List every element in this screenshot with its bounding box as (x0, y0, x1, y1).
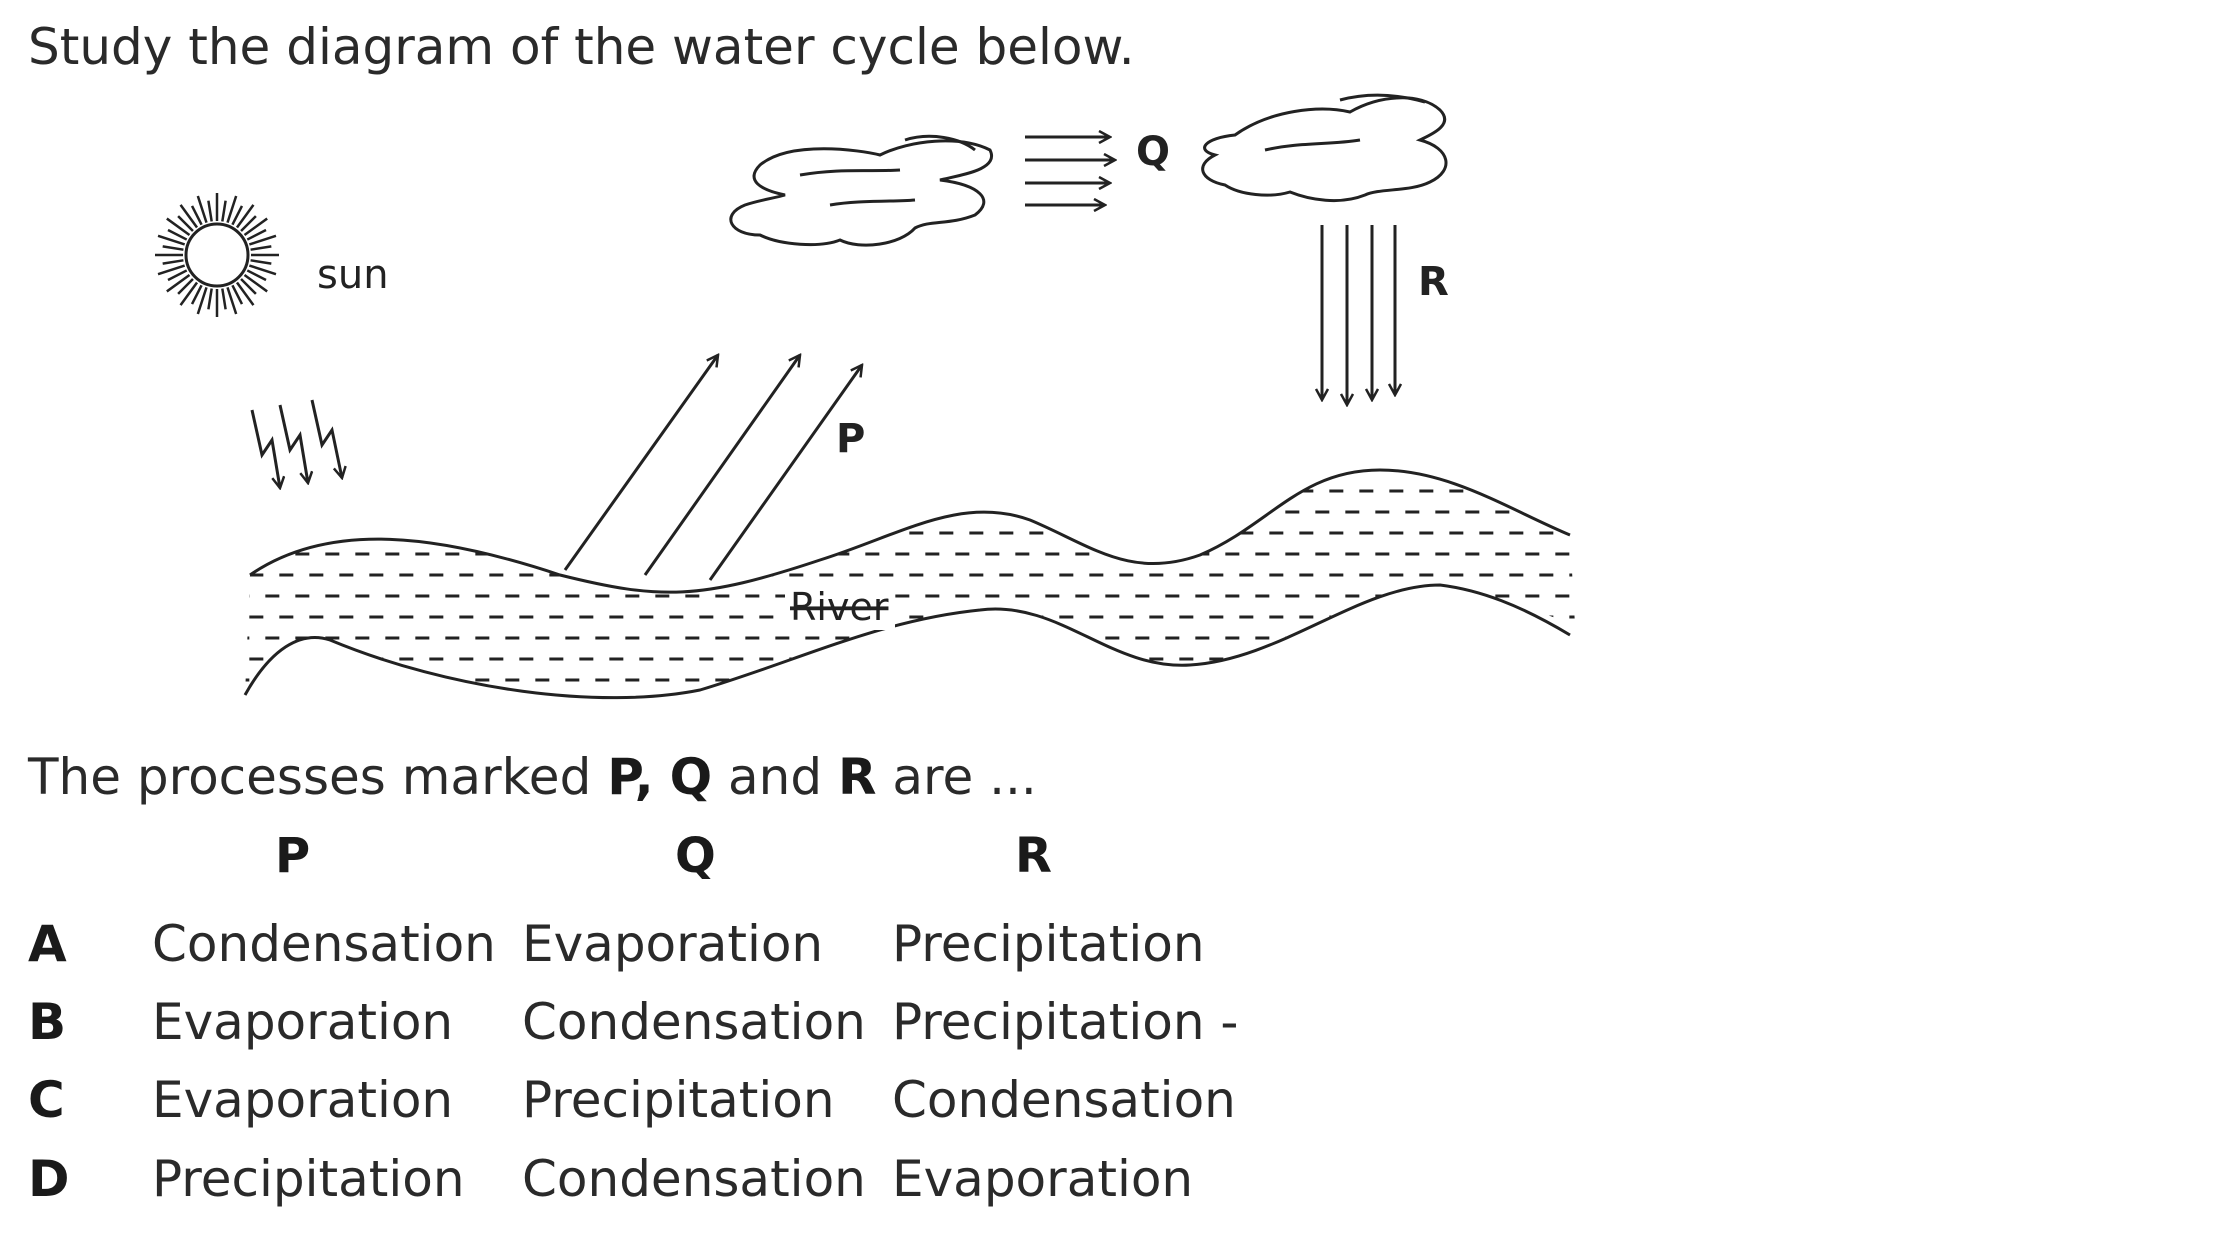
option-cell-q: Precipitation (522, 1071, 835, 1129)
sun-icon (155, 193, 279, 317)
label-r: R (1418, 259, 1449, 305)
river-label: River (790, 585, 889, 629)
option-letter: C (28, 1071, 65, 1129)
option-cell-r: Precipitation - (892, 993, 1239, 1051)
p-arrows-icon (563, 355, 862, 581)
header-q: Q (675, 828, 716, 884)
option-cell-p: Precipitation (152, 1150, 465, 1208)
option-letter: B (28, 993, 67, 1051)
river-icon (243, 468, 1575, 700)
question-p: P, (607, 748, 654, 806)
header-r: R (1015, 828, 1052, 884)
option-cell-q: Evaporation (522, 915, 824, 973)
option-cell-p: Evaporation (152, 1071, 454, 1129)
question-r: R (837, 748, 877, 806)
cloud-left-icon (729, 134, 994, 247)
intro-text: Study the diagram of the water cycle bel… (28, 18, 1135, 76)
option-cell-p: Condensation (152, 915, 496, 973)
question-suffix: are ... (876, 748, 1037, 806)
option-cell-r: Evaporation (892, 1150, 1194, 1208)
question-and: and (712, 748, 838, 806)
option-cell-p: Evaporation (152, 993, 454, 1051)
question-prefix: The processes marked (28, 748, 608, 806)
option-cell-r: Condensation (892, 1071, 1236, 1129)
question-text: The processes marked P, Q and R are ... (28, 748, 1037, 806)
r-arrows-icon (1322, 225, 1395, 405)
label-q: Q (1136, 129, 1170, 175)
header-p: P (275, 828, 311, 884)
q-arrows-icon (1025, 137, 1115, 205)
sunlight-arrows-icon (250, 399, 342, 488)
sun-label: sun (317, 252, 389, 298)
option-cell-q: Condensation (522, 1150, 866, 1208)
option-letter: A (28, 915, 67, 973)
option-cell-q: Condensation (522, 993, 866, 1051)
label-p: P (836, 416, 865, 462)
option-cell-r: Precipitation (892, 915, 1205, 973)
option-letter: D (28, 1150, 70, 1208)
question-q: Q (669, 748, 713, 806)
cloud-right-icon (1201, 93, 1448, 202)
